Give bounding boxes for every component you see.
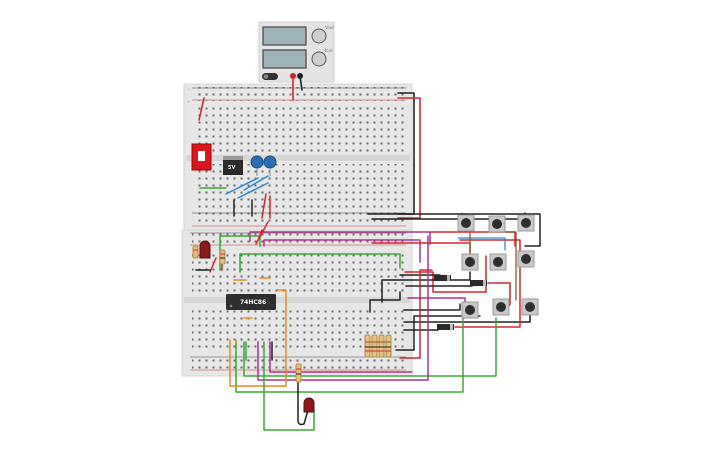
led-bottom[interactable] <box>303 397 315 413</box>
wire-magenta-mid <box>263 239 421 263</box>
diodes[interactable] <box>434 275 487 330</box>
wire-red-long-right <box>454 239 521 328</box>
push-button-3 <box>517 214 535 232</box>
wire-magenta-lower <box>269 341 413 373</box>
wire-green-bottom-long <box>243 317 497 377</box>
wire-magenta-btn7 <box>407 297 466 319</box>
wire-magenta-bottom <box>257 235 429 381</box>
wire-red-diode2 <box>487 282 511 306</box>
push-button-8 <box>492 298 510 316</box>
regulator-label: 5V <box>228 165 235 171</box>
wire-blue-caps <box>225 175 269 199</box>
push-buttons[interactable] <box>457 214 539 319</box>
resistors-left[interactable] <box>192 245 226 265</box>
voltage-display <box>262 26 307 46</box>
wire-blue-btn-row <box>457 237 506 251</box>
wire-black-lower-right <box>395 315 481 351</box>
wire-green-mid <box>239 253 401 273</box>
push-button-1 <box>457 214 475 232</box>
current-knob[interactable] <box>311 51 327 67</box>
wire-psu-negative <box>299 75 303 91</box>
resistor-array[interactable] <box>364 334 392 358</box>
breadboard-upper[interactable]: + − <box>183 83 413 231</box>
diode-3 <box>437 324 454 330</box>
wire-orange-bottom <box>229 289 287 387</box>
push-button-7 <box>461 301 479 319</box>
wire-black-diode2 <box>405 282 473 287</box>
voltage-regulator[interactable]: 5V <box>223 156 243 175</box>
wire-black-btn-right <box>459 213 541 247</box>
wire-red-upper-left <box>198 97 205 121</box>
wire-red-upper-mid <box>261 193 271 219</box>
current-display <box>262 49 307 69</box>
push-button-9 <box>521 298 539 316</box>
push-button-4 <box>461 253 479 271</box>
rail-minus-sign: − <box>187 87 190 92</box>
push-button-5 <box>489 253 507 271</box>
psu-label-top: Vout <box>325 25 334 30</box>
wire-black-btn7 <box>403 303 461 311</box>
dip-switch[interactable] <box>191 143 212 171</box>
wire-red-btn-row <box>429 231 516 247</box>
wire-black-lower <box>369 291 401 313</box>
wire-black-led <box>297 365 309 426</box>
voltage-knob[interactable] <box>311 28 327 44</box>
wire-orange-jumpers <box>233 277 271 281</box>
rail-plus-sign: + <box>187 99 190 104</box>
push-button-6 <box>517 250 535 268</box>
diode-1 <box>434 275 451 281</box>
push-button-2 <box>488 215 506 233</box>
wire-green-bottom-outer <box>235 317 464 393</box>
power-supply[interactable]: Vout Iout <box>258 21 335 83</box>
wire-black-upper-mid <box>233 199 253 217</box>
ic-chip-label: 74HC86 <box>240 299 266 306</box>
resistor-bottom[interactable] <box>295 363 302 383</box>
wire-red-rail-right <box>397 97 421 219</box>
wire-green-to-led <box>263 341 315 431</box>
capacitors[interactable] <box>250 155 277 176</box>
wire-red-lower-right <box>399 269 433 359</box>
capacitor-2 <box>263 155 277 169</box>
ic-chip[interactable]: 74HC86 <box>226 294 276 310</box>
capacitor-1 <box>250 155 264 169</box>
psu-label-mid: Iout <box>325 48 333 53</box>
wire-black-btn4 <box>381 271 471 303</box>
diode-2 <box>470 280 487 286</box>
wire-red-bridge <box>255 221 269 245</box>
led-left[interactable] <box>199 240 211 259</box>
